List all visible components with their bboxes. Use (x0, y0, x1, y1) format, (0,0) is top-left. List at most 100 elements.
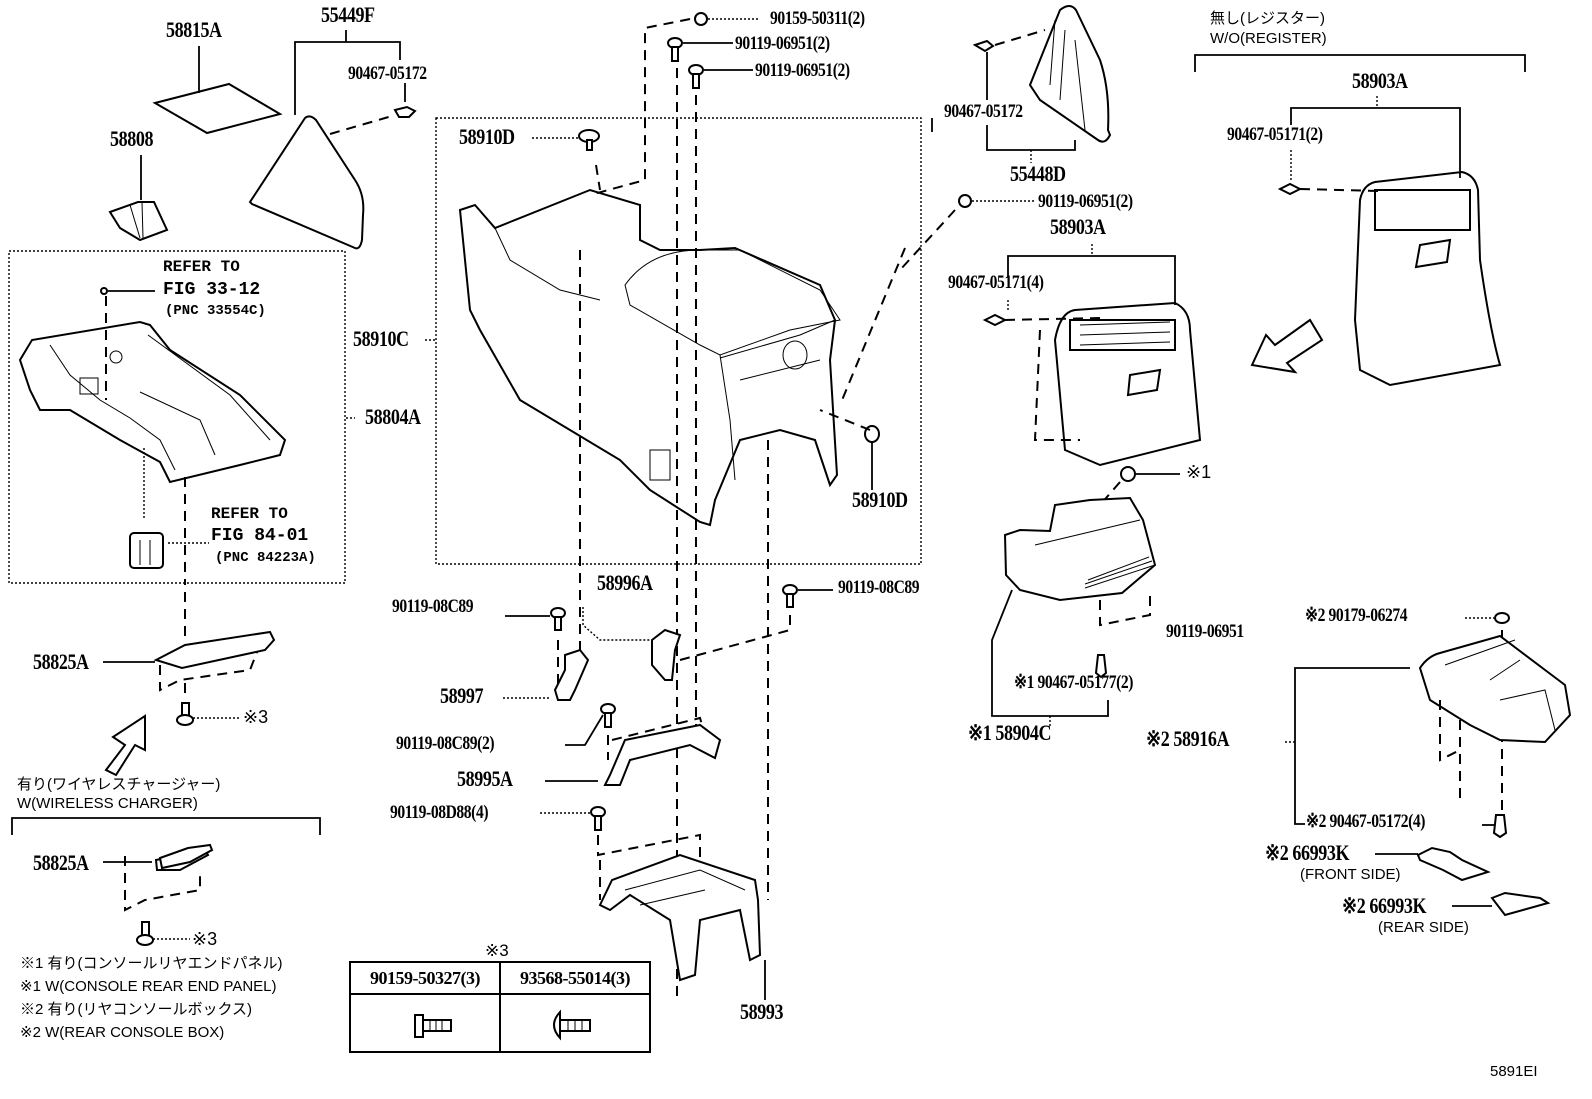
assembly-58910C-frame (435, 117, 922, 565)
clip-58910D-top[interactable] (532, 129, 601, 191)
part-58996A-bracket[interactable] (582, 607, 682, 681)
part-58993-base-bracket[interactable] (598, 853, 766, 1000)
label-58995A[interactable]: 58995A (457, 766, 513, 791)
screw-90119-08C89-left[interactable] (505, 607, 566, 690)
fastener-part-2[interactable]: 93568-55014(3) (499, 961, 651, 995)
label-90119-08C89-2[interactable]: 90119-08C89(2) (396, 733, 495, 754)
fastener-table: 90159-50327(3) 93568-55014(3) (349, 961, 651, 1053)
label-90467-05172-top[interactable]: 90467-05172 (348, 63, 427, 84)
view-arrow-right-icon (1250, 318, 1324, 374)
part-58808-shift-boot[interactable] (108, 155, 169, 242)
wo-register-en: W/O(REGISTER) (1210, 30, 1327, 47)
label-90119-08C89-right[interactable]: 90119-08C89 (838, 577, 920, 598)
label-58916A[interactable]: ※2 58916A (1146, 726, 1230, 751)
part-58815A-pad[interactable] (152, 46, 283, 135)
part-66993K-front-mat[interactable] (1375, 846, 1491, 882)
label-mark3-bottom: ※3 (192, 929, 218, 949)
view-arrow-icon (104, 714, 146, 777)
part-55449F-panel[interactable] (248, 30, 417, 250)
wireless-en: W(WIRELESS CHARGER) (17, 795, 198, 812)
label-90467-05171-2[interactable]: 90467-05171(2) (1227, 124, 1323, 145)
label-58815A[interactable]: 58815A (166, 17, 222, 42)
wo-register-bracket (1194, 54, 1526, 72)
nut-90159-50311[interactable] (589, 12, 760, 196)
fastener-icon-cell-1 (349, 993, 501, 1053)
figure-id: 5891EI (1490, 1063, 1538, 1080)
label-90467-05177[interactable]: ※1 90467-05177(2) (1014, 672, 1134, 693)
ref2-line2[interactable]: FIG 84-01 (211, 526, 309, 546)
part-58903A-rear-panel-wo-register[interactable] (1277, 96, 1502, 387)
label-58910D-top[interactable]: 58910D (459, 124, 515, 149)
part-58910C-console-body[interactable] (458, 188, 841, 527)
part-58825A-lower[interactable] (103, 843, 214, 912)
label-58808[interactable]: 58808 (110, 126, 154, 151)
fastener-part-1[interactable]: 90159-50327(3) (349, 961, 501, 995)
part-58804A-console-panel[interactable] (18, 320, 287, 484)
label-90467-05171-4[interactable]: 90467-05171(4) (948, 272, 1044, 293)
clip-90467-05172-4[interactable] (1482, 814, 1508, 839)
screw-90119-06951-b[interactable] (688, 64, 753, 740)
label-90159-50311[interactable]: 90159-50311(2) (770, 8, 865, 29)
label-90119-06951-b[interactable]: 90119-06951(2) (755, 60, 850, 81)
label-58910D-bottom[interactable]: 58910D (852, 487, 908, 512)
part-58916A-rear-console-box[interactable] (1285, 634, 1572, 825)
label-58997[interactable]: 58997 (440, 683, 484, 708)
screw-90119-06951-a[interactable] (667, 37, 733, 1000)
ref1-line1: REFER TO (163, 258, 240, 276)
ref1-line2[interactable]: FIG 33-12 (163, 280, 261, 300)
part-switch-84223A[interactable] (129, 532, 209, 569)
screw-90119-08D88[interactable] (540, 806, 701, 860)
label-58903A-right[interactable]: 58903A (1352, 68, 1408, 93)
legend-line-3: ※2 有り(リヤコンソールボックス) (20, 1001, 253, 1018)
wireless-charger-bracket (11, 817, 321, 835)
legend-line-1: ※1 有り(コンソールリヤエンドパネル) (20, 955, 283, 972)
label-58910C[interactable]: 58910C (353, 326, 409, 351)
part-58903A-rear-panel-register[interactable] (982, 244, 1202, 467)
label-58996A[interactable]: 58996A (597, 570, 653, 595)
part-55448D-side-panel[interactable] (972, 5, 1112, 163)
bolt-mark3-lower[interactable] (136, 921, 190, 946)
label-58993[interactable]: 58993 (740, 999, 784, 1024)
wireless-jp: 有り(ワイヤレスチャージャー) (17, 776, 221, 793)
label-90119-06951-c[interactable]: 90119-06951(2) (1038, 191, 1133, 212)
clip-58910D-bottom[interactable] (864, 425, 880, 490)
label-58825A-bottom[interactable]: 58825A (33, 850, 89, 875)
part-58997-bracket[interactable] (503, 648, 590, 701)
screw-90119-08C89-right[interactable] (679, 584, 833, 661)
fastener-table-title: ※3 (485, 941, 509, 960)
label-90119-06951-a[interactable]: 90119-06951(2) (735, 33, 830, 54)
legend-line-2: ※1 W(CONSOLE REAR END PANEL) (20, 978, 277, 995)
label-58903A-mid[interactable]: 58903A (1050, 214, 1106, 239)
label-90467-05172-4[interactable]: ※2 90467-05172(4) (1306, 811, 1426, 832)
label-66993K-rear[interactable]: ※2 66993K (1342, 893, 1427, 918)
part-58995A-bracket[interactable] (545, 716, 722, 786)
label-55448D[interactable]: 55448D (1010, 161, 1066, 186)
label-66993K-front-note: (FRONT SIDE) (1300, 866, 1401, 883)
screw-90119-06951-c[interactable] (899, 194, 1035, 271)
label-note1-mark: ※1 (1186, 462, 1212, 482)
label-90467-05172-mid[interactable]: 90467-05172 (944, 101, 1023, 122)
legend-line-4: ※2 W(REAR CONSOLE BOX) (20, 1024, 225, 1041)
part-58825A-upper[interactable] (103, 630, 276, 692)
part-66993K-rear-mat[interactable] (1452, 891, 1551, 917)
label-55449F[interactable]: 55449F (321, 2, 375, 27)
label-58825A-top[interactable]: 58825A (33, 649, 89, 674)
screw-90119-08C89-2[interactable] (565, 703, 616, 760)
label-mark3-top: ※3 (243, 707, 269, 727)
ref2-line3: (PNC 84223A) (215, 550, 316, 566)
label-58804A[interactable]: 58804A (365, 404, 421, 429)
label-90119-08D88[interactable]: 90119-08D88(4) (390, 802, 489, 823)
fastener-icon-cell-2 (499, 993, 651, 1053)
label-90179-06274[interactable]: ※2 90179-06274 (1305, 605, 1408, 626)
wo-register-jp: 無し(レジスター) (1210, 10, 1325, 27)
part-58904C-rear-end-panel[interactable] (991, 496, 1157, 728)
label-66993K-rear-note: (REAR SIDE) (1378, 919, 1469, 936)
label-58904C[interactable]: ※1 58904C (968, 720, 1052, 745)
bolt-mark3-upper[interactable] (176, 683, 240, 726)
assembly-58804A-frame (8, 250, 346, 584)
label-90119-06951-d[interactable]: 90119-06951 (1166, 621, 1244, 642)
ref1-line3: (PNC 33554C) (165, 303, 266, 319)
label-66993K-front[interactable]: ※2 66993K (1265, 840, 1350, 865)
label-90119-08C89-left[interactable]: 90119-08C89 (392, 596, 474, 617)
